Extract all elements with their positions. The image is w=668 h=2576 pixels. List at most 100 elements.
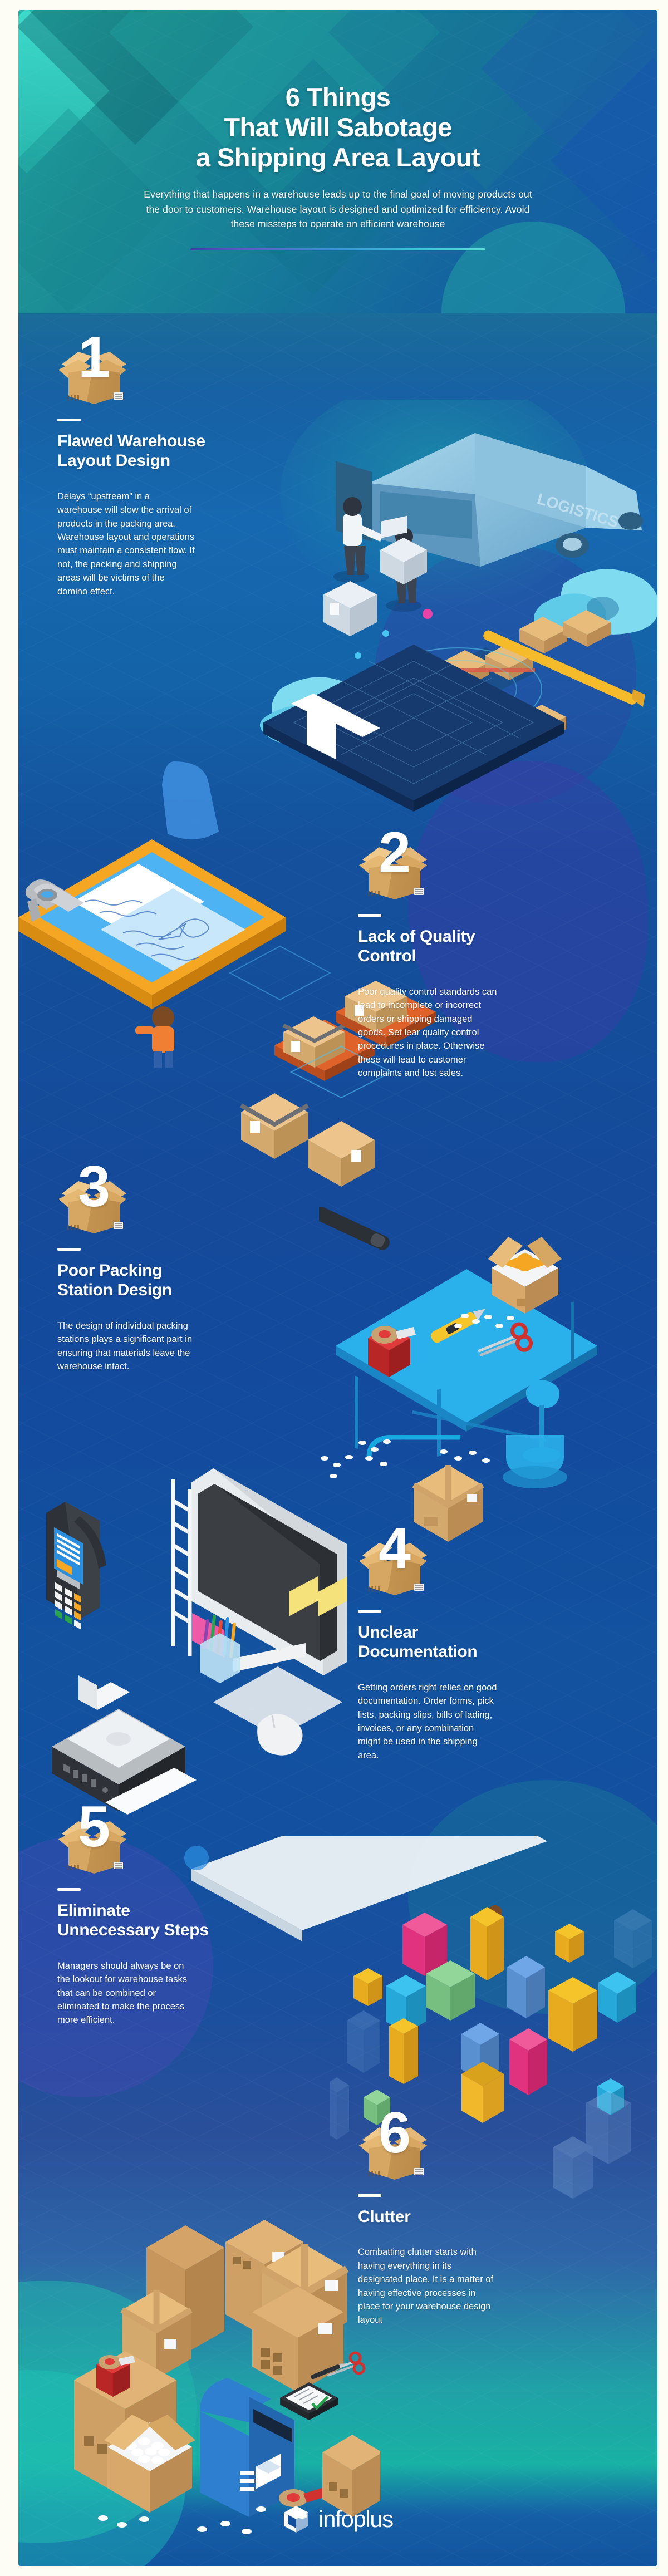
box-marks-icon — [67, 1225, 81, 1230]
blueprint-svg — [263, 630, 645, 812]
number-badge-5: 5 — [57, 1798, 131, 1879]
box-label-icon — [114, 392, 123, 400]
title-line-1: 6 Things — [285, 82, 391, 112]
section-body: Poor quality control standards can lead … — [358, 986, 497, 1079]
printed-paper — [105, 1768, 197, 1815]
brand-name: infoplus — [318, 2506, 394, 2532]
node-dot — [355, 652, 361, 659]
worker-figure — [135, 1006, 174, 1068]
section-heading: Poor Packing Station Design — [57, 1261, 172, 1300]
section-divider — [57, 419, 81, 421]
packing-peanuts — [321, 1455, 353, 1478]
section-body: The design of individual packing station… — [57, 1320, 193, 1371]
section-3: 3 Poor Packing Station Design The design… — [57, 1158, 247, 1373]
box-stack — [323, 581, 377, 636]
ghost-racks-illustration — [542, 2081, 657, 2214]
pallets-svg — [228, 945, 436, 1187]
documentation-devices-illustration — [24, 1446, 369, 1825]
node-dot — [423, 609, 433, 619]
pen-icon — [311, 2363, 346, 2380]
envelope-icon — [240, 2454, 281, 2491]
section-number: 2 — [379, 820, 411, 885]
open-box-with-item — [488, 1237, 562, 1314]
section-number: 4 — [379, 1516, 411, 1581]
computer-mouse-icon — [257, 1714, 303, 1756]
section-6: 6 Clutter Combatting clutter starts with… — [358, 2104, 547, 2327]
box-marks-icon — [368, 2171, 381, 2176]
mini-clipboard-icon — [280, 2382, 338, 2420]
block — [548, 1977, 597, 2052]
section-divider — [358, 1610, 381, 1613]
open-box-peanuts — [104, 2415, 195, 2513]
box-marks-icon — [368, 1586, 381, 1592]
number-badge-2: 2 — [358, 824, 431, 905]
printer-icon — [52, 1675, 197, 1815]
number-badge-6: 6 — [358, 2104, 431, 2185]
packing-peanuts — [98, 2506, 307, 2534]
flow-arrow-icon — [291, 694, 380, 759]
van-warehouse-svg: LOGISTICS — [259, 400, 657, 748]
section-number: 1 — [78, 325, 110, 390]
devices-svg — [46, 1455, 353, 1815]
ghost-racks-svg — [553, 2091, 631, 2199]
box-label-icon — [414, 2168, 424, 2175]
suction-cup-icon — [503, 1435, 567, 1488]
mailbox-icon — [200, 2378, 294, 2517]
number-badge-1: 1 — [57, 328, 131, 410]
packing-peanuts — [358, 1439, 391, 1466]
single-box — [308, 1121, 375, 1187]
warehouse-delivery-van-illustration: LOGISTICS — [252, 400, 657, 756]
block — [364, 2090, 390, 2125]
block — [507, 1956, 545, 2018]
blueprint-plate-illustration — [197, 628, 657, 862]
gradient-divider — [190, 248, 485, 250]
ladder-icon — [171, 1479, 192, 1656]
number-badge-4: 4 — [358, 1520, 431, 1601]
clutter-svg — [74, 2220, 380, 2534]
title-line-3: a Shipping Area Layout — [196, 142, 480, 173]
block — [426, 1960, 475, 2021]
block — [555, 1924, 584, 1963]
block — [386, 1975, 426, 2033]
clipboard-sheet-doc — [101, 888, 245, 971]
suction-box-svg — [358, 1435, 567, 1542]
clutter-boxes-illustration — [18, 2209, 380, 2554]
suction-box-illustration — [352, 1435, 597, 1602]
sticky-note — [318, 1576, 347, 1617]
box-marks-icon — [368, 891, 381, 896]
desktop-monitor-icon — [171, 1468, 347, 1738]
labeled-box — [252, 2287, 343, 2392]
section-body: Delays “upstream” in a warehouse will sl… — [57, 491, 195, 597]
page-title: 6 Things That Will Sabotage a Shipping A… — [18, 10, 657, 173]
section-heading: Unclear Documentation — [358, 1623, 478, 1661]
taped-box — [412, 1465, 484, 1542]
block — [402, 1913, 447, 1976]
number-badge-3: 3 — [57, 1158, 131, 1239]
section-divider — [358, 914, 381, 917]
section-divider — [57, 1248, 81, 1251]
block — [389, 2018, 418, 2084]
block-ghost — [330, 1909, 652, 2140]
node-dot — [382, 630, 389, 637]
packing-peanuts — [440, 1314, 514, 1463]
section-4: 4 Unclear Documentation Getting orders r… — [358, 1520, 547, 1762]
packing-station-svg — [319, 1207, 597, 1463]
pallet-stack — [336, 981, 436, 1048]
footer-branding: infoplus — [18, 2505, 657, 2534]
pallet-stack — [274, 1016, 375, 1081]
block — [597, 2078, 624, 2115]
section-heading: Eliminate Unnecessary Steps — [57, 1901, 209, 1940]
poster-canvas: 6 Things That Will Sabotage a Shipping A… — [18, 10, 657, 2566]
section-divider — [57, 1888, 81, 1891]
block — [598, 1972, 636, 2023]
pencil-cup-icon — [200, 1615, 240, 1683]
packing-station-illustration — [319, 1207, 653, 1496]
section-number: 6 — [379, 2101, 411, 2165]
box-label-icon — [414, 1584, 424, 1591]
hexagon-box-icon — [284, 2506, 309, 2533]
box-label-icon — [114, 1862, 123, 1869]
delivery-van: LOGISTICS — [369, 433, 643, 567]
poster-header: 6 Things That Will Sabotage a Shipping A… — [18, 10, 657, 250]
section-body: Combatting clutter starts with having ev… — [358, 2247, 494, 2326]
